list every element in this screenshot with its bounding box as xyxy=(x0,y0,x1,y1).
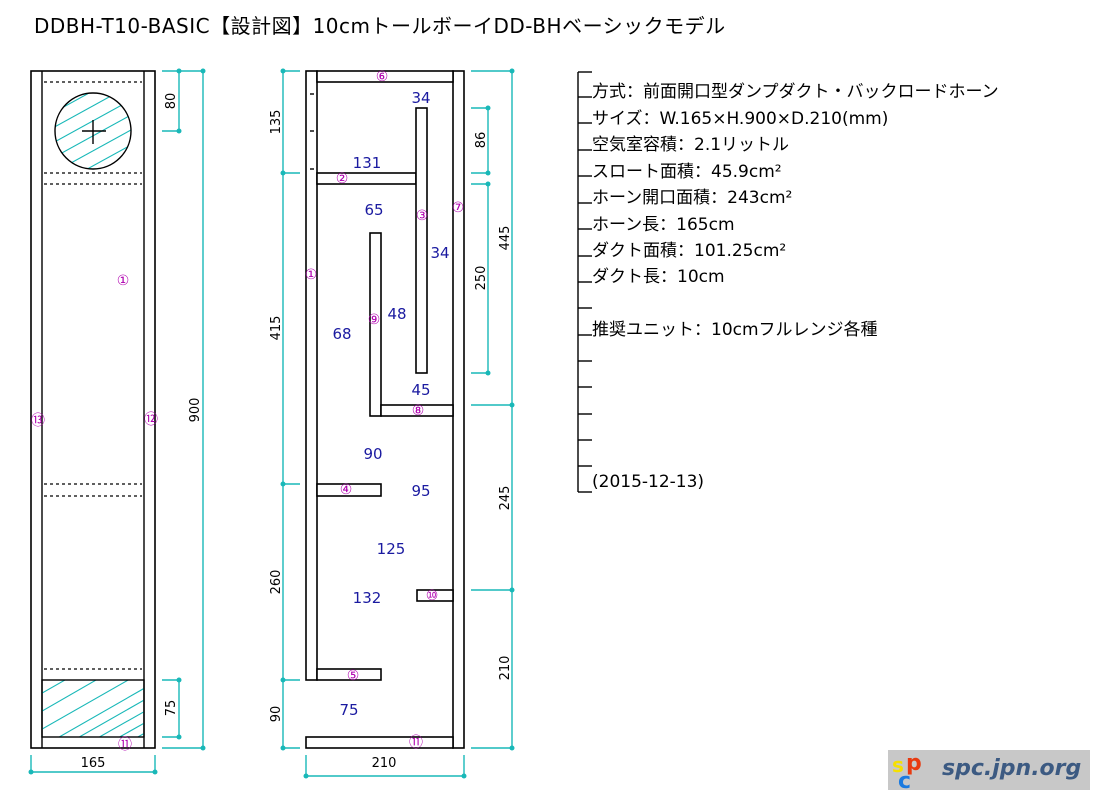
panel-3 xyxy=(415,107,428,374)
part-label: ⑤ xyxy=(347,668,360,684)
part-label: ⑩ xyxy=(426,588,439,604)
part-label: ① xyxy=(117,273,130,289)
dim-label: 135 xyxy=(269,110,284,135)
dim-depth: 210 xyxy=(372,756,397,771)
dim-height: 900 xyxy=(188,398,203,423)
part-label: ⑨ xyxy=(368,312,381,328)
panel-8 xyxy=(380,404,454,417)
part-label: ⑫ xyxy=(144,412,158,428)
part-label: ⑪ xyxy=(409,735,423,751)
dim-label: 415 xyxy=(269,316,284,341)
section-value: 45 xyxy=(411,381,430,399)
part-label: ⑧ xyxy=(412,403,425,419)
section-value: 132 xyxy=(353,589,382,607)
section-value: 75 xyxy=(339,701,358,719)
section-value: 125 xyxy=(377,540,406,558)
logo-text: spc.jpn.org xyxy=(942,756,1082,781)
spec-date: (2015-12-13) xyxy=(592,472,705,492)
spec-unit: 推奨ユニット：10cmフルレンジ各種 xyxy=(592,320,878,340)
svg-text:c: c xyxy=(898,769,911,790)
dim-label: 250 xyxy=(474,266,489,291)
panel-10 xyxy=(416,589,454,602)
panel-5 xyxy=(316,668,382,681)
section-value: 95 xyxy=(411,482,430,500)
dim-label: 210 xyxy=(498,656,513,681)
section-value: 34 xyxy=(430,244,449,262)
part-label: ⑪ xyxy=(118,737,132,753)
speaker-cutout xyxy=(54,92,132,170)
part-label: ⑥ xyxy=(376,69,389,85)
panel-1 xyxy=(305,70,318,681)
panel-2 xyxy=(316,172,417,185)
site-logo[interactable]: s p c spc.jpn.org xyxy=(888,750,1090,790)
svg-text:s: s xyxy=(892,753,904,777)
panel-4 xyxy=(316,483,382,497)
dim-label: 86 xyxy=(474,132,489,149)
panel-6 xyxy=(316,70,454,83)
spc-logo-icon: s p c xyxy=(892,751,922,790)
dim-label: 90 xyxy=(269,706,284,723)
spec-throat-area: スロート面積：45.9cm² xyxy=(592,162,782,182)
dim-label: 445 xyxy=(498,226,513,251)
dim-width: 165 xyxy=(81,756,106,771)
spec-air-chamber: 空気室容積：2.1リットル xyxy=(592,135,790,155)
spec-duct-area: ダクト面積：101.25cm² xyxy=(592,241,787,261)
section-value: 68 xyxy=(332,325,351,343)
section-value: 34 xyxy=(411,89,430,107)
panel-7 xyxy=(452,70,465,749)
dim-label: 260 xyxy=(269,570,284,595)
dim-speaker-offset: 80 xyxy=(164,93,179,110)
part-label: ① xyxy=(305,267,318,283)
section-value: 48 xyxy=(387,305,406,323)
section-value: 90 xyxy=(363,445,382,463)
panel-11 xyxy=(305,736,454,749)
spec-bracket xyxy=(577,71,592,493)
front-view: ① ⑬ ⑫ ⑪ 80 75 900 165 xyxy=(28,68,206,775)
drawing-title: DDBH-T10-BASIC【設計図】10cmトールボーイDD-BHベーシックモ… xyxy=(34,14,726,38)
bottom-hatch xyxy=(42,680,144,737)
dim-bottom-hatch: 75 xyxy=(164,700,179,717)
dim-label: 245 xyxy=(498,486,513,511)
part-label: ④ xyxy=(340,482,353,498)
part-label: ③ xyxy=(416,208,429,224)
part-label: ⑬ xyxy=(31,413,45,429)
part-label: ⑦ xyxy=(452,200,465,216)
spec-duct-length: ダクト長：10cm xyxy=(592,267,725,287)
spec-horn-mouth: ホーン開口面積：243cm² xyxy=(592,188,793,208)
section-value: 131 xyxy=(353,154,382,172)
spec-horn-length: ホーン長：165cm xyxy=(592,215,735,235)
svg-text:p: p xyxy=(906,751,922,776)
section-value: 65 xyxy=(364,201,383,219)
spec-size: サイズ：W.165×H.900×D.210(mm) xyxy=(592,109,889,129)
panel-9 xyxy=(369,232,382,417)
side-view: ⑥ ② ③ ⑦ ① ⑨ ⑧ ④ ⑩ ⑤ ⑪ 34 131 65 34 48 68… xyxy=(269,68,515,779)
spec-method: 方式：前面開口型ダンプダクト・バックロードホーン xyxy=(592,82,999,102)
part-label: ② xyxy=(336,171,349,187)
